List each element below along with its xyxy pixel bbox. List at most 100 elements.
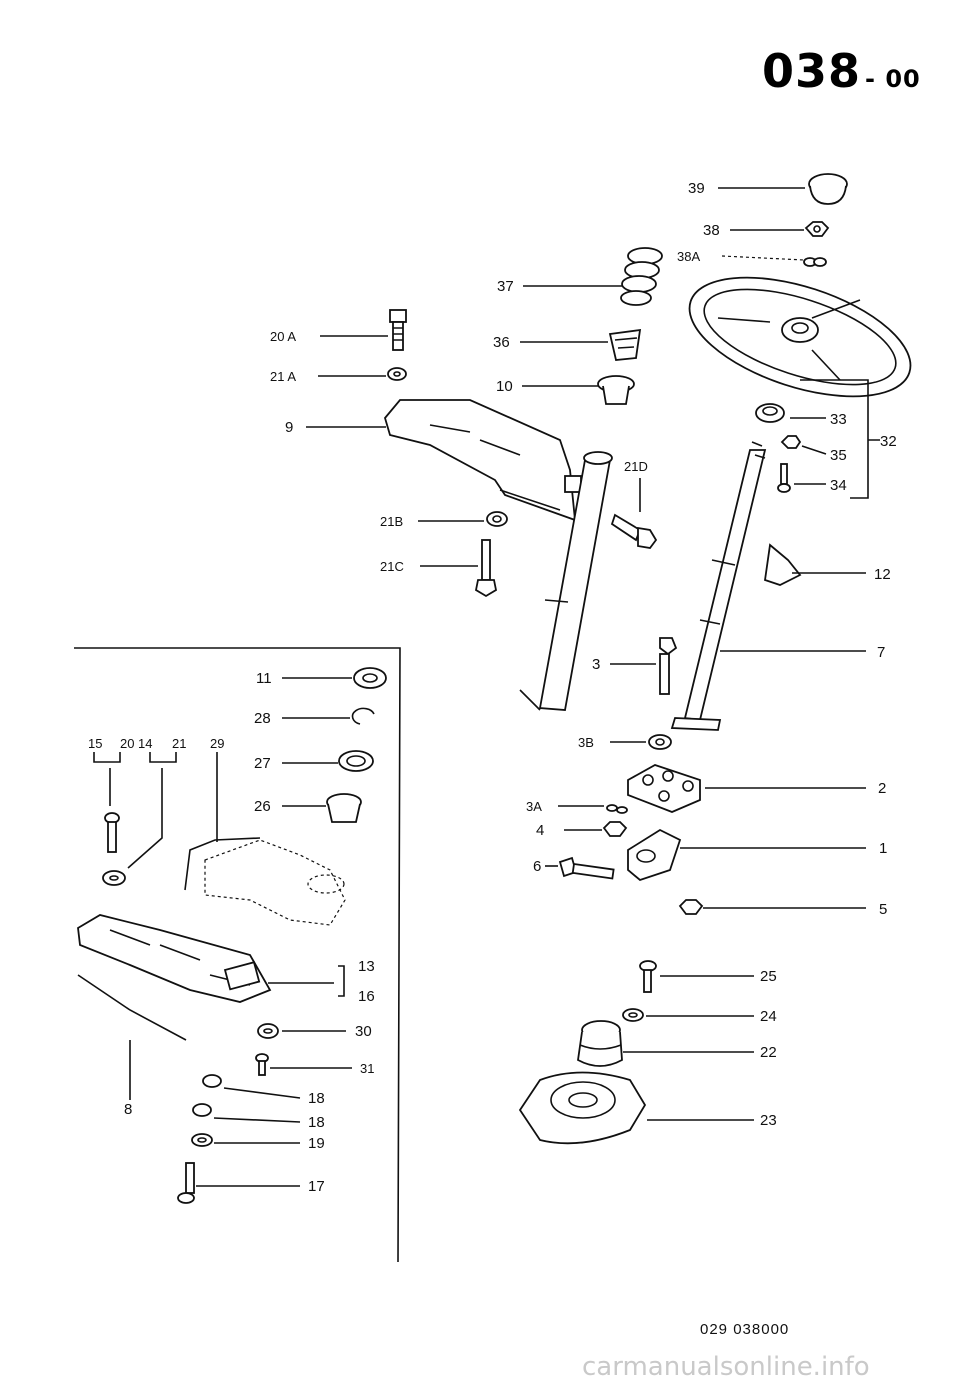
washer-19 [191, 1133, 213, 1147]
callout-34: 34 [830, 477, 847, 494]
callout-35: 35 [830, 447, 847, 464]
callout-labels: 39 38 38A 37 36 10 20 A 21 A 9 21D 21B 2… [88, 180, 897, 1195]
shift-boot [204, 839, 346, 926]
callout-38a: 38A [677, 249, 700, 264]
callout-18-a: 18 [308, 1090, 325, 1107]
drawing-number: 029 038000 [700, 1321, 790, 1338]
callout-1: 1 [879, 840, 887, 857]
boot-22 [577, 1020, 623, 1067]
screw-34 [777, 463, 791, 493]
washer-21a [387, 367, 407, 381]
column-tube [519, 451, 613, 711]
callout-21d: 21D [624, 459, 648, 474]
nut-35 [780, 435, 802, 449]
screw-31 [255, 1053, 269, 1076]
callout-21c: 21C [380, 559, 404, 574]
column-bracket [384, 399, 582, 522]
lock-washer-3a [606, 804, 628, 814]
callout-28: 28 [254, 710, 271, 727]
callout-20a: 20 A [270, 329, 296, 344]
bolt-15 [104, 812, 120, 853]
callout-30: 30 [355, 1023, 372, 1040]
callout-14: 14 [138, 736, 152, 751]
rod-8 [77, 974, 187, 1041]
callout-2: 2 [878, 780, 886, 797]
contact-ring [608, 328, 642, 361]
knob-12 [764, 543, 802, 586]
shift-plate [77, 914, 272, 1003]
steering-shaft [670, 441, 767, 731]
cover-23 [518, 1071, 647, 1145]
callout-26: 26 [254, 798, 271, 815]
callout-31: 31 [360, 1061, 374, 1076]
callout-11: 11 [256, 670, 272, 687]
callout-7: 7 [877, 644, 885, 661]
rod-29 [184, 837, 261, 891]
callout-12: 12 [874, 566, 891, 583]
nut-5 [678, 899, 704, 915]
washer-21b [486, 511, 508, 527]
washer-14 [102, 870, 126, 886]
callout-21a: 21 A [270, 369, 296, 384]
callout-5: 5 [879, 901, 887, 918]
grommet-26 [326, 793, 362, 823]
callout-15: 15 [88, 736, 102, 751]
diagram-code-suffix: - 00 [865, 65, 921, 93]
steering-wheel [688, 276, 912, 398]
grommet-30 [257, 1023, 279, 1039]
callout-3a: 3A [526, 799, 542, 814]
diagram-code: 038 [762, 44, 862, 98]
callout-36: 36 [493, 334, 510, 351]
seal-33 [755, 403, 785, 423]
callout-17: 17 [308, 1178, 325, 1195]
callout-13: 13 [358, 958, 375, 975]
wheel-nut [804, 221, 830, 237]
spring [620, 247, 663, 306]
callout-16: 16 [358, 988, 375, 1005]
inset-frame [74, 647, 401, 1263]
callout-37: 37 [497, 278, 514, 295]
nut-4 [602, 821, 628, 837]
callout-22: 22 [760, 1044, 777, 1061]
clip-28 [351, 707, 375, 725]
leader-lines [93, 187, 880, 1187]
washer-3b [648, 734, 672, 750]
washer-18b [192, 1103, 212, 1117]
callout-6: 6 [533, 858, 541, 875]
callout-33: 33 [830, 411, 847, 428]
callout-21: 21 [172, 736, 186, 751]
seal-27 [338, 750, 374, 772]
callout-4: 4 [536, 822, 544, 839]
callout-27: 27 [254, 755, 271, 772]
callout-32: 32 [880, 433, 897, 450]
callout-29: 29 [210, 736, 224, 751]
callout-8: 8 [124, 1101, 132, 1118]
lock-washer-38a [803, 257, 827, 267]
bolt-3 [659, 637, 678, 695]
bolt-21c [474, 539, 498, 598]
callout-24: 24 [760, 1008, 777, 1025]
horn-cap [808, 173, 848, 205]
bushing [597, 375, 635, 405]
callout-20: 20 [120, 736, 134, 751]
callout-38: 38 [703, 222, 720, 239]
callout-18-b: 18 [308, 1114, 325, 1131]
callout-21b: 21B [380, 514, 403, 529]
callout-10: 10 [496, 378, 513, 395]
diagram-code-title: 038- 00 [762, 44, 921, 98]
watermark: carmanualsonline.info [582, 1352, 870, 1382]
bolt-20a [389, 309, 407, 351]
screw-25 [639, 960, 657, 993]
callout-9: 9 [285, 419, 293, 436]
washer-18a [202, 1074, 222, 1088]
bolt-21d [610, 513, 658, 549]
flange-2 [627, 764, 701, 813]
washer-24 [622, 1008, 644, 1022]
callout-3b: 3B [578, 735, 594, 750]
callout-25: 25 [760, 968, 777, 985]
callout-3: 3 [592, 656, 600, 673]
ring-11 [353, 667, 387, 689]
clamp-1 [627, 828, 682, 882]
callout-39: 39 [688, 180, 705, 197]
